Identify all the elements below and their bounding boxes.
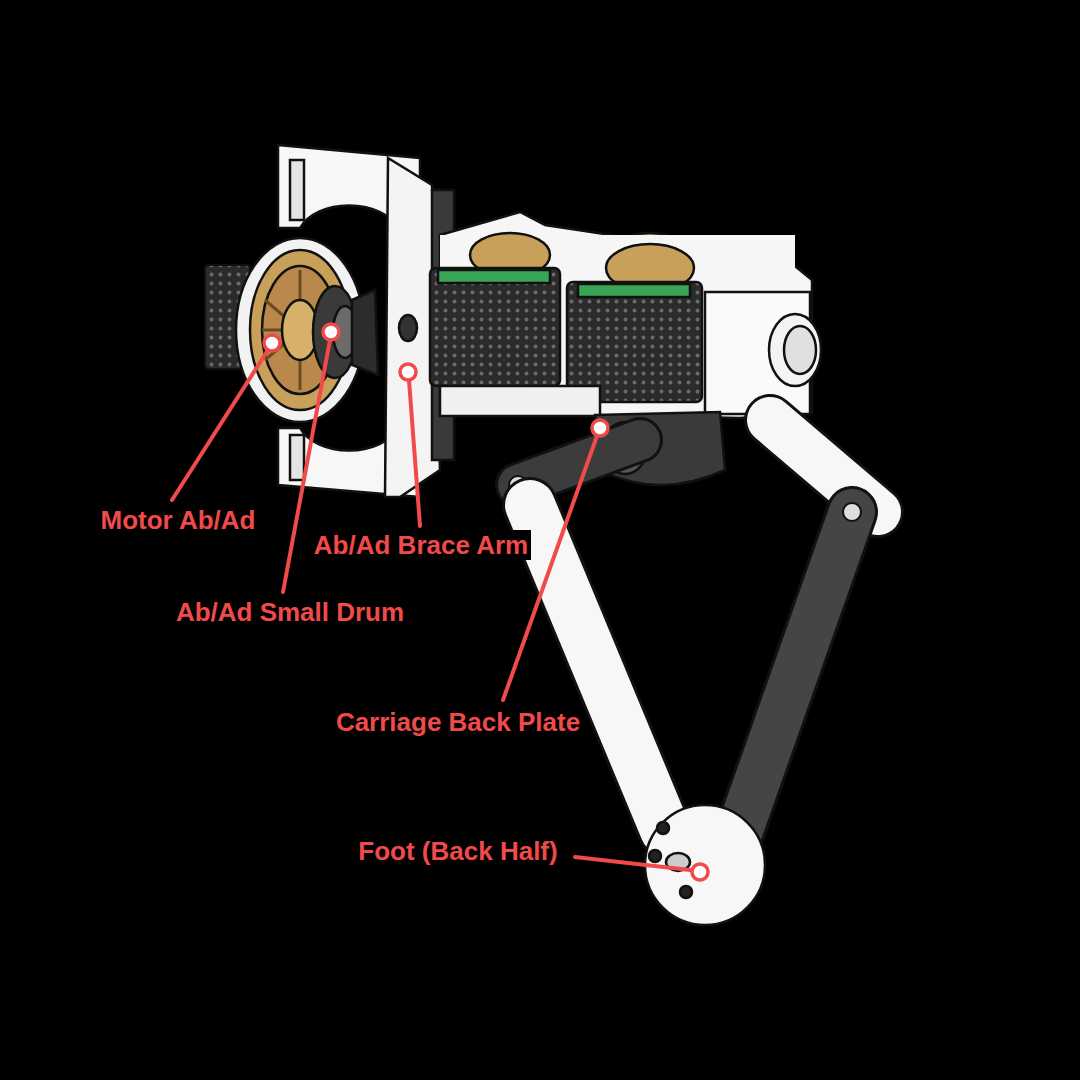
abad-frame: [290, 435, 304, 480]
carriage-body: [430, 268, 560, 386]
carriage-body: [567, 282, 702, 402]
carriage-body: [438, 270, 550, 283]
abad-motor: [250, 250, 350, 410]
callout-dot: [400, 364, 416, 380]
leader-lines: [409, 380, 420, 526]
shin-link: [740, 512, 852, 830]
callout-dot: [692, 864, 708, 880]
abad-motor: [352, 290, 378, 375]
abad-motor: [236, 238, 378, 422]
leader-lines: [575, 857, 690, 870]
carriage-body: [440, 386, 600, 416]
abad-motor: [313, 286, 357, 378]
leader-lines: [172, 340, 690, 870]
foot: [657, 822, 669, 834]
shin-link: [843, 503, 861, 521]
callout-dot: [592, 420, 608, 436]
abad-frame: [290, 160, 304, 220]
thigh-link: [530, 505, 665, 830]
callout-dot: [323, 324, 339, 340]
carriage-body: [769, 314, 821, 386]
carriage-body: [430, 212, 821, 418]
carriage-body: [784, 326, 816, 374]
foot: [680, 886, 692, 898]
shin-link: [740, 512, 852, 830]
leader-lines: [172, 350, 268, 500]
abad-motor: [236, 238, 364, 422]
part-label: Ab/Ad Brace Arm: [311, 530, 531, 560]
callout-dot: [264, 335, 280, 351]
brace-arm: [399, 315, 417, 341]
thigh-link: [530, 505, 665, 830]
leader-lines: [503, 436, 597, 700]
part-label: Carriage Back Plate: [333, 707, 583, 737]
shin-link: [740, 503, 861, 830]
thigh-link: [530, 505, 665, 830]
foot: [649, 850, 661, 862]
part-label: Ab/Ad Small Drum: [173, 597, 407, 627]
part-label: Motor Ab/Ad: [98, 505, 259, 535]
part-label: Foot (Back Half): [355, 836, 560, 866]
carriage-body: [578, 284, 690, 297]
